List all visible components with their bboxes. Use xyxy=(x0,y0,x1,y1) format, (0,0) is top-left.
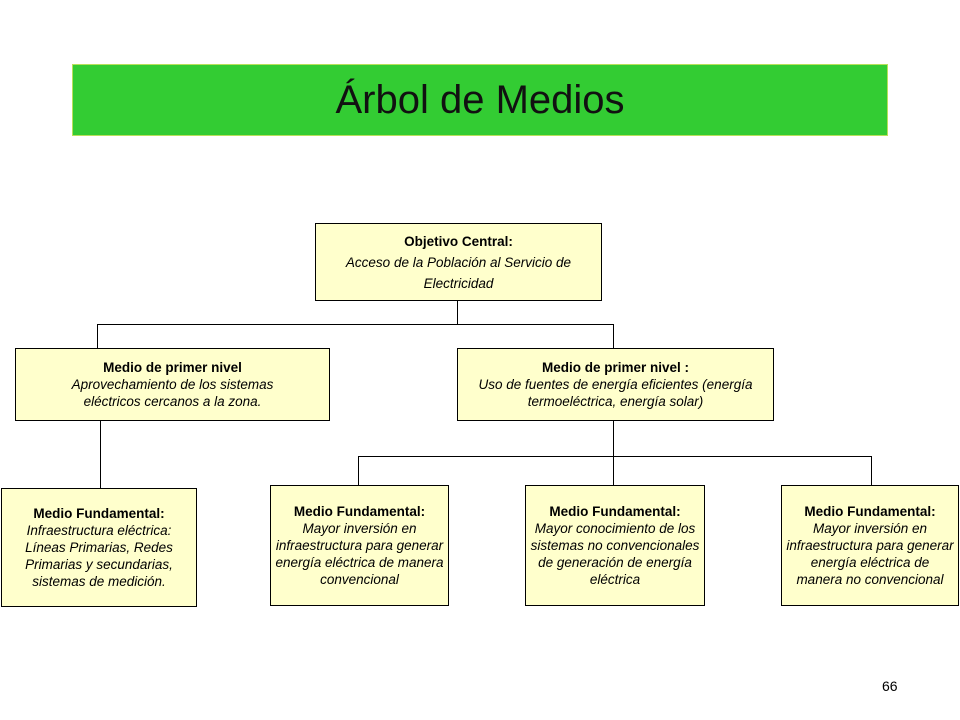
connector-first-level-left-down xyxy=(97,324,98,349)
fundamental-2-text: Mayor inversión en infraestructura para … xyxy=(275,521,444,587)
first-level-1-text: Aprovechamiento de los sistemas eléctric… xyxy=(71,377,274,409)
connector-fundamental-horizontal xyxy=(358,456,872,457)
connector-first-level-right-down xyxy=(613,324,614,349)
first-level-box-1: Medio de primer nivel Aprovechamiento de… xyxy=(15,348,330,421)
page-title: Árbol de Medios xyxy=(335,77,625,122)
connector-right-branch-down xyxy=(613,421,614,457)
first-level-box-2: Medio de primer nivel : Uso de fuentes d… xyxy=(457,348,774,421)
connector-central-down xyxy=(457,301,458,325)
first-level-1-heading: Medio de primer nivel xyxy=(103,360,242,375)
title-banner: Árbol de Medios xyxy=(72,64,888,136)
fundamental-box-4: Medio Fundamental: Mayor inversión en in… xyxy=(781,485,959,606)
fundamental-4-text: Mayor inversión en infraestructura para … xyxy=(786,521,954,587)
connector-fundamental-3-down xyxy=(613,456,614,485)
fundamental-3-text: Mayor conocimiento de los sistemas no co… xyxy=(530,521,700,587)
fundamental-box-2: Medio Fundamental: Mayor inversión en in… xyxy=(270,485,449,606)
fundamental-3-heading: Medio Fundamental: xyxy=(549,504,681,519)
page-number: 66 xyxy=(882,678,898,694)
fundamental-2-heading: Medio Fundamental: xyxy=(293,504,426,519)
fundamental-1-text: Infraestructura eléctrica: Líneas Primar… xyxy=(25,523,173,589)
fundamental-box-1: Medio Fundamental: Infraestructura eléct… xyxy=(1,488,197,607)
first-level-2-text: Uso de fuentes de energía eficientes (en… xyxy=(478,377,753,409)
central-objective-box: Objetivo Central: Acceso de la Población… xyxy=(315,223,602,301)
connector-first-level-horizontal xyxy=(97,324,614,325)
connector-fundamental-2-down xyxy=(358,456,359,485)
first-level-2-heading: Medio de primer nivel : xyxy=(541,360,690,375)
central-objective-text: Acceso de la Población al Servicio de El… xyxy=(345,254,572,291)
central-objective-heading: Objetivo Central: xyxy=(404,233,513,249)
fundamental-box-3: Medio Fundamental: Mayor conocimiento de… xyxy=(525,485,705,606)
connector-left-branch-down xyxy=(100,421,101,489)
connector-fundamental-4-down xyxy=(871,456,872,485)
fundamental-4-heading: Medio Fundamental: xyxy=(804,504,936,519)
fundamental-1-heading: Medio Fundamental: xyxy=(33,506,165,521)
